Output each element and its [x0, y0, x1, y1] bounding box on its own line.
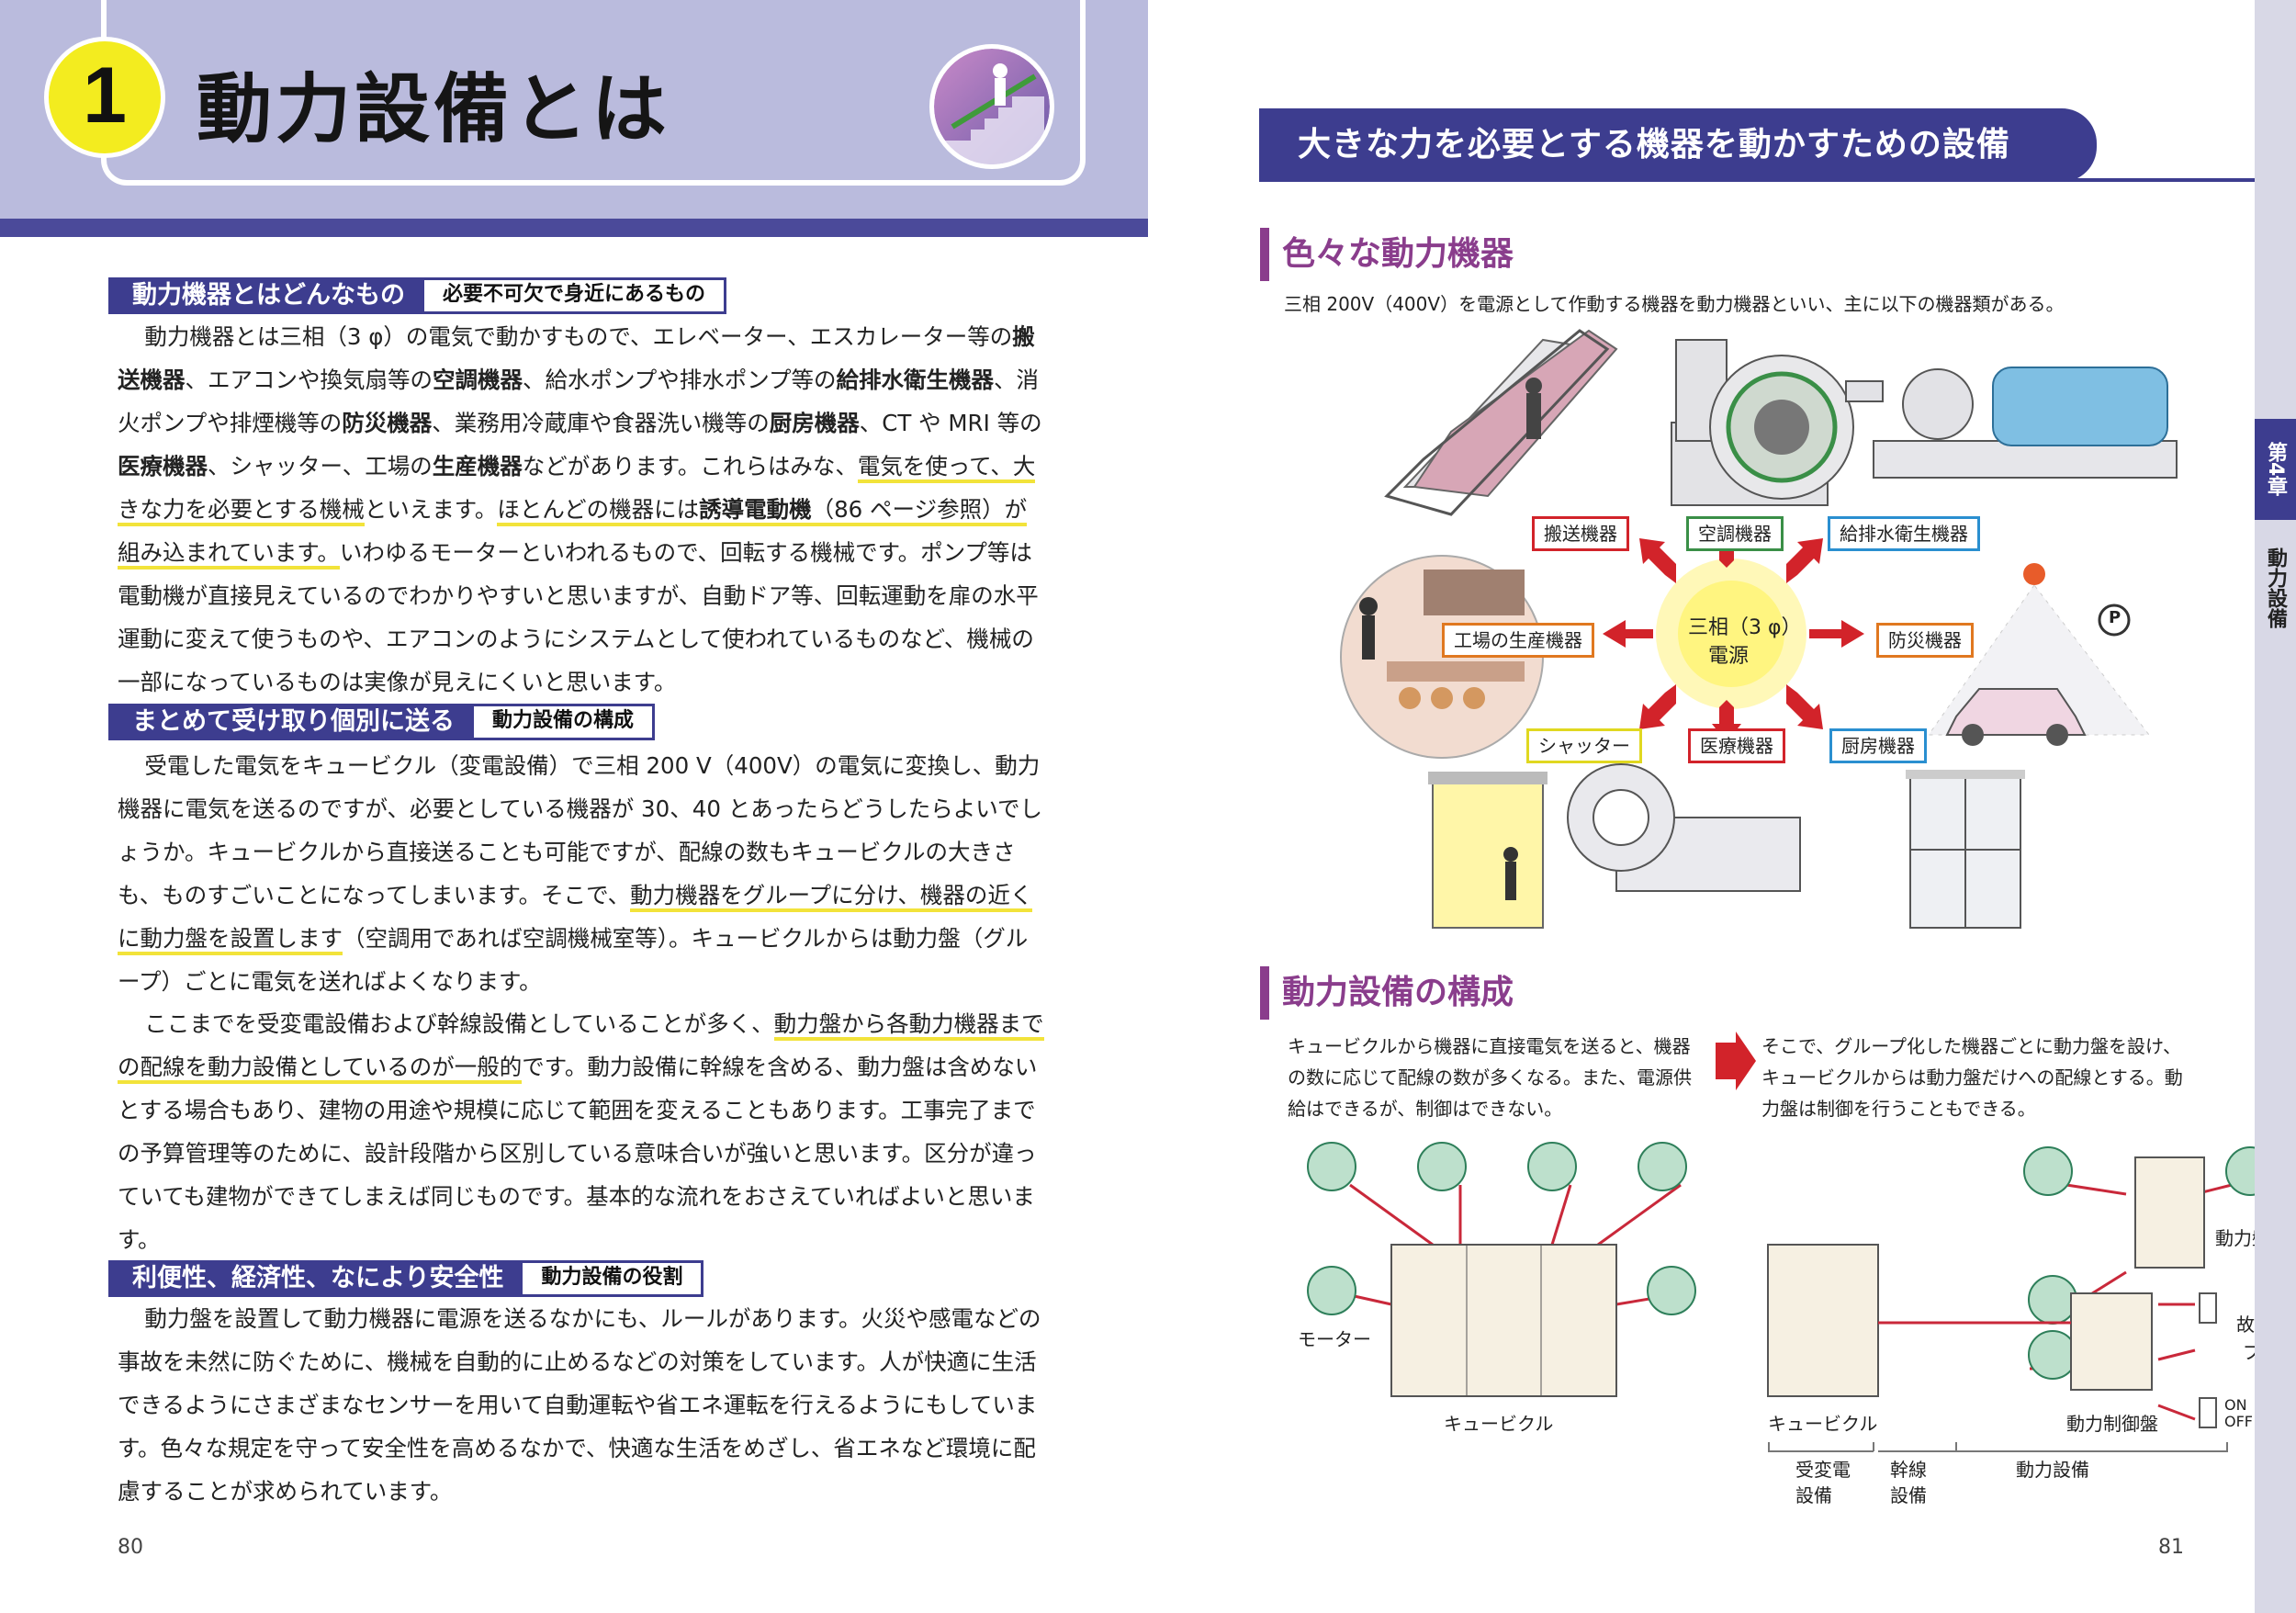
section-head-1-sub: 必要不可欠で身近にあるもの — [422, 277, 727, 314]
fridge-illustration — [1906, 770, 2025, 929]
right-page: 大きな力を必要とする機器を動かすための設備 色々な動力機器 三相 200V（40… — [1148, 0, 2296, 1613]
shutter-illustration — [1428, 772, 1548, 929]
label-trunk-1: 幹線 — [1890, 1459, 1927, 1481]
control-panel — [2070, 1292, 2153, 1391]
header-bar — [0, 219, 1148, 237]
tag-water: 給排水衛生機器 — [1828, 516, 1980, 551]
label-control-panel: 動力制御盤 — [2066, 1413, 2158, 1435]
chapter-tab-number: 第4章 — [2255, 419, 2296, 520]
tag-shutter: シャッター — [1526, 728, 1642, 763]
subheading-2-desc-right: そこで、グループ化した機器ごとに動力盤を設け、キュービクルからは動力盤だけへの配… — [1761, 1035, 2183, 1120]
escalator-logo-icon — [929, 44, 1054, 169]
escalator-illustration — [1384, 329, 1618, 516]
center-label-2: 電源 — [1708, 645, 1750, 668]
blower-illustration — [1671, 339, 1854, 506]
chapter-tab-name: 動力設備 — [2264, 547, 2287, 628]
page-title: 動力設備とは — [197, 66, 671, 153]
power-panel — [2134, 1156, 2205, 1269]
label-substation-2: 設備 — [1795, 1484, 1832, 1506]
tag-disaster: 防災機器 — [1876, 623, 1974, 658]
ct-scanner-illustration — [1567, 763, 1801, 892]
label-on: ON — [2224, 1396, 2247, 1414]
tag-factory: 工場の生産機器 — [1442, 623, 1594, 658]
section-number: 1 — [44, 37, 165, 158]
section-head-2-title: まとめて受け取り個別に送る — [108, 704, 471, 740]
subheading-1: 色々な動力機器 — [1260, 228, 1514, 281]
page-number-left: 80 — [118, 1536, 143, 1559]
label-substation-1: 受変電 — [1795, 1459, 1851, 1481]
section-head-3-sub: 動力設備の役割 — [520, 1260, 704, 1297]
label-cubicle-right: キュービクル — [1768, 1413, 1878, 1435]
tag-medical: 医療機器 — [1688, 728, 1785, 763]
label-cubicle-left: キュービクル — [1444, 1413, 1554, 1435]
tag-transport: 搬送機器 — [1532, 516, 1629, 551]
paragraph-4: 動力盤を設置して動力機器に電源を送るなかにも、ルールがあります。火災や感電などの… — [118, 1305, 1041, 1505]
pump-illustration — [1845, 367, 2178, 479]
label-motor: モーター — [1298, 1328, 1371, 1350]
section-head-2: まとめて受け取り個別に送る 動力設備の構成 — [108, 704, 656, 740]
subheading-2: 動力設備の構成 — [1260, 966, 1514, 1020]
structure-diagram — [1307, 1032, 2275, 1452]
cubicle-left — [1390, 1244, 1617, 1397]
subheading-1-desc: 三相 200V（400V）を電源として作動する機器を動力機器といい、主に以下の機… — [1284, 293, 2065, 315]
right-banner: 大きな力を必要とする機器を動かすための設備 — [1259, 108, 2097, 182]
cubicle-right — [1767, 1244, 1879, 1397]
section-head-3: 利便性、経済性、なにより安全性 動力設備の役割 — [108, 1260, 704, 1297]
motor-icons-left — [1307, 1142, 1696, 1315]
section-head-2-sub: 動力設備の構成 — [471, 704, 656, 740]
sprinkler-illustration — [1928, 563, 2151, 746]
chapter-header: 1 動力設備とは — [0, 0, 1148, 237]
label-off: OFF — [2224, 1413, 2253, 1430]
label-power-equipment: 動力設備 — [2016, 1459, 2089, 1481]
tag-aircon: 空調機器 — [1686, 516, 1784, 551]
left-page: 1 動力設備とは 動力機器とはどんなもの 必要不可欠で身近にあるもの 動力機器と… — [0, 0, 1148, 1559]
page-number-right: 81 — [2158, 1536, 2184, 1559]
center-label-1: 三相（3 φ） — [1688, 616, 1802, 639]
section-head-1-title: 動力機器とはどんなもの — [108, 277, 422, 314]
subheading-2-desc-left: キュービクルから機器に直接電気を送ると、機器の数に応じて配線の数が多くなる。また… — [1288, 1035, 1692, 1120]
chapter-side-tab: 第4章 動力設備 — [2255, 0, 2296, 1613]
equipment-diagram — [1340, 329, 2178, 929]
pump-p-label: P — [2109, 608, 2122, 627]
paragraph-2: 受電した電気をキュービクル（変電設備）で三相 200 V（400V）の電気に変換… — [118, 752, 1042, 995]
paragraph-1: 動力機器とは三相（3 φ）の電気で動かすもので、エレベーター、エスカレーター等の… — [118, 323, 1042, 695]
tag-kitchen: 厨房機器 — [1829, 728, 1927, 763]
section-head-1: 動力機器とはどんなもの 必要不可欠で身近にあるもの — [108, 277, 727, 314]
paragraph-3: ここまでを受変電設備および幹線設備としていることが多く、動力盤から各動力機器まで… — [118, 1010, 1044, 1253]
label-trunk-2: 設備 — [1890, 1484, 1927, 1506]
section-head-3-title: 利便性、経済性、なにより安全性 — [108, 1260, 521, 1297]
